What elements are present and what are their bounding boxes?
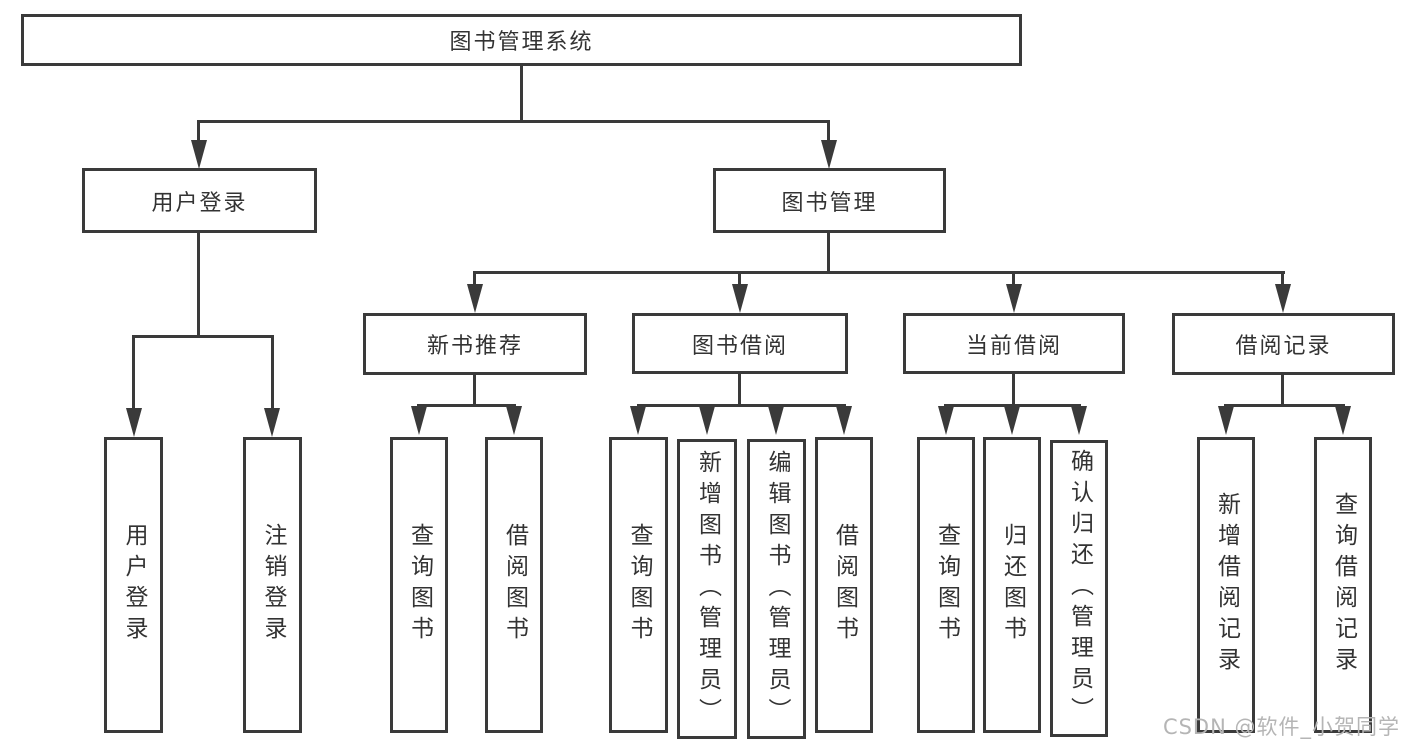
connector-vline	[1281, 271, 1284, 289]
node-leaf-bb-edit-books: 编辑图书（管理员）	[747, 439, 806, 739]
connector-hline	[417, 404, 516, 407]
node-leaf-bb-add-books: 新增图书（管理员）	[677, 439, 737, 739]
node-leaf-user-login: 用户登录	[104, 437, 163, 733]
node-book-management: 图书管理	[713, 168, 946, 233]
node-new-book-recommend: 新书推荐	[363, 313, 587, 375]
connector-vline	[271, 335, 274, 410]
node-leaf-cb-query-books: 查询图书	[917, 437, 975, 733]
connector-hline	[944, 404, 1081, 407]
node-label: 查询借阅记录	[1330, 492, 1357, 678]
node-label: 查询图书	[406, 523, 433, 647]
node-borrowing-records: 借阅记录	[1172, 313, 1395, 375]
arrowhead-down	[1335, 406, 1351, 435]
arrowhead-down	[467, 284, 483, 313]
node-root: 图书管理系统	[21, 14, 1022, 66]
connector-hline	[132, 335, 274, 338]
node-label: 注销登录	[260, 523, 286, 647]
node-label: 用户登录	[151, 190, 248, 216]
node-label: 新书推荐	[426, 334, 523, 359]
node-leaf-cb-return-books: 归还图书	[983, 437, 1041, 733]
node-label: 新增图书（管理员）	[694, 449, 721, 729]
connector-hline	[197, 120, 830, 123]
node-leaf-bb-borrow-books: 借阅图书	[815, 437, 873, 733]
connector-hline	[473, 271, 1285, 274]
arrowhead-down	[630, 406, 646, 435]
arrowhead-down	[836, 406, 852, 435]
connector-vline	[132, 335, 135, 410]
node-leaf-logout: 注销登录	[243, 437, 302, 733]
connector-vline	[738, 374, 741, 405]
watermark: CSDN @软件_小贺同学	[1162, 715, 1400, 739]
arrowhead-down	[411, 406, 427, 435]
node-label: 归还图书	[999, 523, 1026, 647]
node-label: 用户登录	[121, 523, 147, 647]
node-current-borrowing: 当前借阅	[903, 313, 1125, 374]
arrowhead-down	[938, 406, 954, 435]
node-leaf-rec-query-books: 查询图书	[390, 437, 448, 733]
connector-vline	[197, 120, 200, 144]
connector-vline	[1012, 374, 1015, 405]
arrowhead-down	[1071, 406, 1087, 435]
arrowhead-down	[191, 140, 207, 169]
node-label: 借阅图书	[831, 523, 858, 647]
connector-hline	[637, 404, 846, 407]
node-label: 确认归还（管理员）	[1066, 449, 1093, 728]
connector-vline	[520, 66, 523, 120]
node-leaf-br-query-record: 查询借阅记录	[1314, 437, 1372, 733]
connector-vline	[827, 233, 830, 271]
node-label: 图书借阅	[691, 333, 788, 359]
arrowhead-down	[1006, 284, 1022, 313]
node-label: 图书管理	[781, 190, 878, 216]
node-leaf-br-add-record: 新增借阅记录	[1197, 437, 1255, 733]
node-user-login: 用户登录	[82, 168, 317, 233]
arrowhead-down	[1004, 406, 1020, 435]
arrowhead-down	[821, 140, 837, 169]
node-book-borrowing: 图书借阅	[632, 313, 848, 374]
node-label: 新增借阅记录	[1213, 492, 1240, 678]
node-label: 查询图书	[626, 523, 652, 647]
connector-vline	[1281, 375, 1284, 405]
arrowhead-down	[1218, 406, 1234, 435]
arrowhead-down	[126, 408, 142, 437]
node-label: 当前借阅	[965, 333, 1062, 359]
node-label: 借阅图书	[501, 523, 528, 647]
arrowhead-down	[1275, 284, 1291, 313]
node-label: 编辑图书（管理员）	[764, 449, 790, 729]
node-label: 图书管理系统	[449, 30, 594, 55]
connector-vline	[827, 120, 830, 144]
connector-vline	[197, 233, 200, 335]
connector-vline	[473, 375, 476, 405]
arrowhead-down	[264, 408, 280, 437]
node-label: 查询图书	[933, 523, 960, 647]
connector-vline	[738, 271, 741, 289]
arrowhead-down	[768, 406, 784, 435]
node-leaf-cb-confirm-return: 确认归还（管理员）	[1050, 440, 1108, 737]
node-leaf-bb-query-books: 查询图书	[609, 437, 668, 733]
arrowhead-down	[699, 406, 715, 435]
connector-hline	[1224, 404, 1345, 407]
node-leaf-rec-borrow-books: 借阅图书	[485, 437, 543, 733]
arrowhead-down	[506, 406, 522, 435]
connector-vline	[1012, 271, 1015, 289]
node-label: 借阅记录	[1235, 334, 1332, 359]
connector-vline	[473, 271, 476, 289]
arrowhead-down	[732, 284, 748, 313]
